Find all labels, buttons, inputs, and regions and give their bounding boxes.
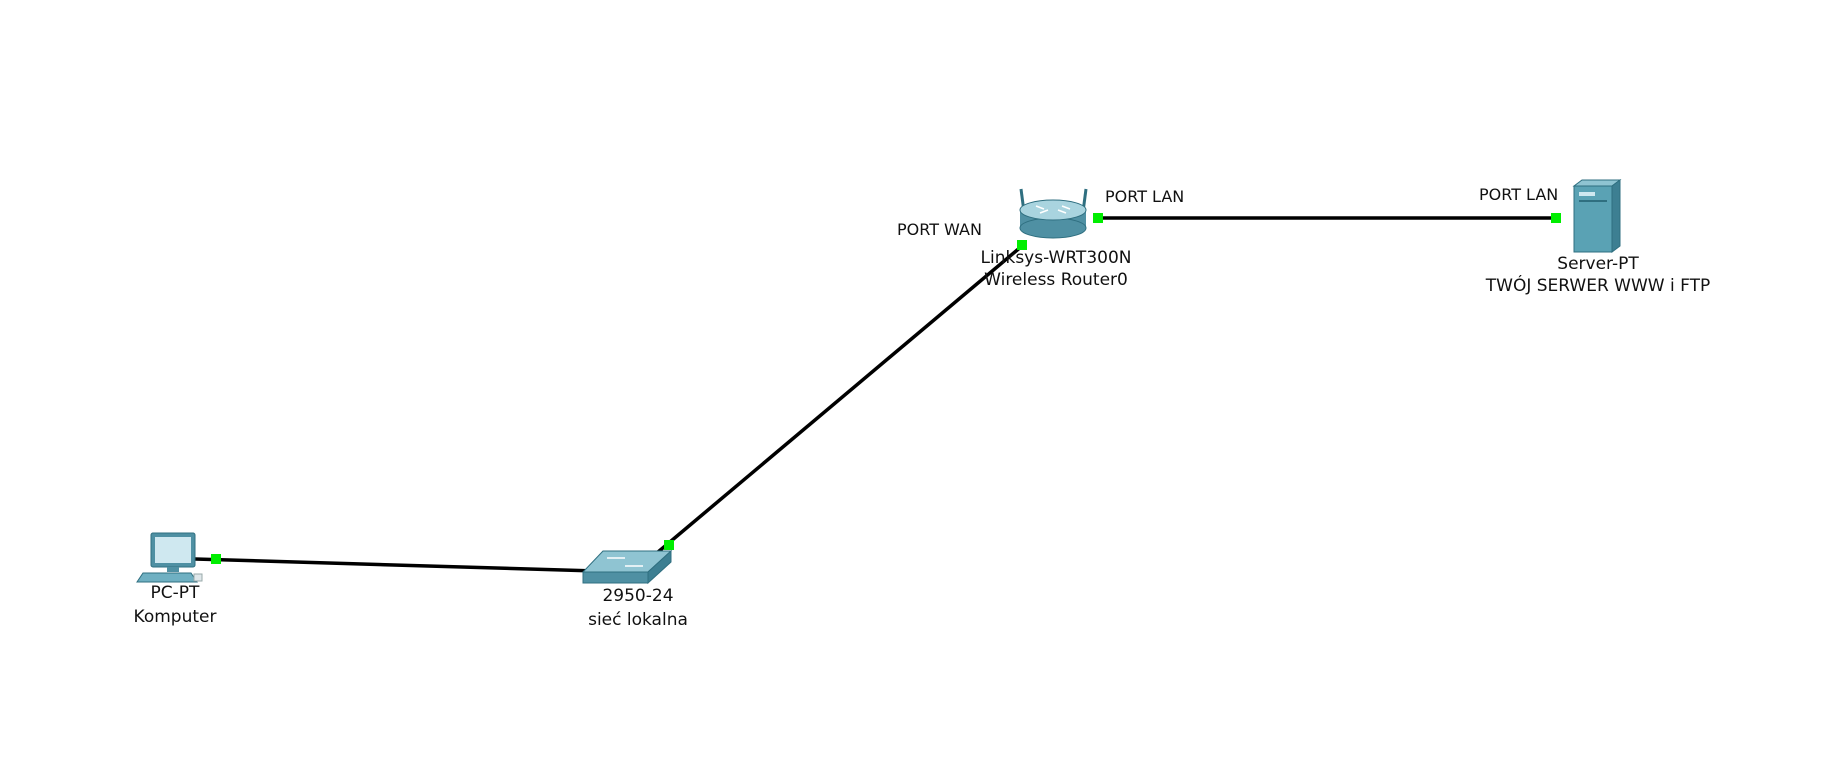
router-model-label: Linksys-WRT300N (980, 248, 1132, 268)
wireless-router-icon[interactable] (1019, 188, 1088, 239)
pc-name-label: Komputer (133, 607, 217, 627)
link-switch-router[interactable] (656, 244, 1024, 554)
server-model-label: Server-PT (1557, 254, 1639, 274)
port-light-server-lan (1551, 213, 1561, 223)
port-light-pc (211, 554, 221, 564)
link-pc-switch[interactable] (194, 557, 597, 573)
router-wan-port-label: PORT WAN (897, 220, 982, 239)
switch-model-label: 2950-24 (602, 586, 674, 606)
port-light-router-wan (1017, 240, 1027, 250)
router-lan-port-label: PORT LAN (1105, 187, 1185, 206)
port-light-switch-router (664, 540, 674, 550)
switch-icon[interactable] (581, 549, 673, 585)
server-name-label: TWÓJ SERWER WWW i FTP (1485, 276, 1711, 296)
server-icon[interactable] (1572, 179, 1622, 253)
switch-name-label: sieć lokalna (588, 610, 688, 630)
port-light-router-lan (1093, 213, 1103, 223)
pc-model-label: PC-PT (150, 583, 200, 603)
pc-icon[interactable] (136, 532, 203, 583)
server-lan-port-label: PORT LAN (1479, 185, 1559, 204)
router-name-label: Wireless Router0 (984, 270, 1128, 290)
